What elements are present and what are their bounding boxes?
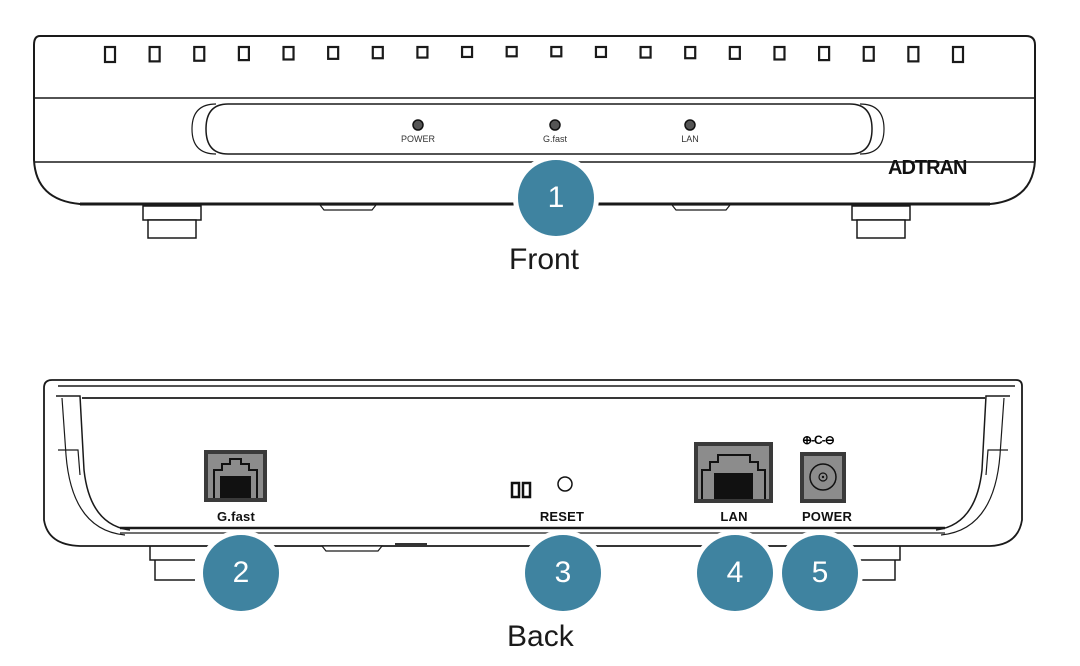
adtran-logo: ADTRAN <box>888 157 967 179</box>
vent-slot <box>862 45 875 62</box>
led-label-power: POWER <box>400 134 436 144</box>
polarity-symbol: ⊕-C-⊖ <box>802 433 835 447</box>
callout-5: 5 <box>782 535 858 611</box>
back-view-label: Back <box>507 620 574 653</box>
led-label-lan: LAN <box>681 134 699 144</box>
vent-slot <box>907 45 920 63</box>
port-label-lan: LAN <box>720 509 748 524</box>
vent-slot <box>148 45 161 63</box>
back-chassis <box>43 379 1023 547</box>
vent-slot <box>505 45 518 58</box>
vent-slot <box>193 45 206 62</box>
vent-slot <box>728 45 741 60</box>
vent-slot <box>639 45 652 59</box>
vent-slot <box>773 45 786 61</box>
rj45-port-icon <box>694 442 773 503</box>
vent-slot <box>594 45 608 59</box>
vent-slot <box>237 45 250 62</box>
led-panel <box>205 103 873 155</box>
vent-slot <box>416 45 429 59</box>
vent-slot <box>818 45 831 62</box>
front-view-label: Front <box>509 243 580 276</box>
rj11-port-icon <box>204 450 267 502</box>
power-led-icon <box>412 119 424 131</box>
gfast-led-icon <box>549 119 561 131</box>
port-label-reset: RESET <box>539 509 585 524</box>
back-foot-right <box>858 546 901 581</box>
vent-slots <box>103 45 965 64</box>
vent-slot <box>460 45 474 59</box>
port-label-gfast: G.fast <box>216 509 256 524</box>
callout-4: 4 <box>697 535 773 611</box>
vent-slot <box>684 45 697 60</box>
dc-power-jack-icon <box>800 452 846 503</box>
lan-led-icon <box>684 119 696 131</box>
vent-slot <box>371 45 384 60</box>
callout-1: 1 <box>518 160 594 236</box>
vent-slot <box>282 45 295 61</box>
port-label-power: POWER <box>801 509 853 524</box>
vent-slot <box>550 45 563 58</box>
callout-2: 2 <box>203 535 279 611</box>
vent-slot <box>951 45 965 64</box>
back-foot-left <box>149 546 195 581</box>
vent-slot <box>103 45 117 64</box>
vent-slot <box>327 45 340 60</box>
callout-3: 3 <box>525 535 601 611</box>
led-label-gfast: G.fast <box>542 134 568 144</box>
reset-button-icon <box>510 476 573 499</box>
